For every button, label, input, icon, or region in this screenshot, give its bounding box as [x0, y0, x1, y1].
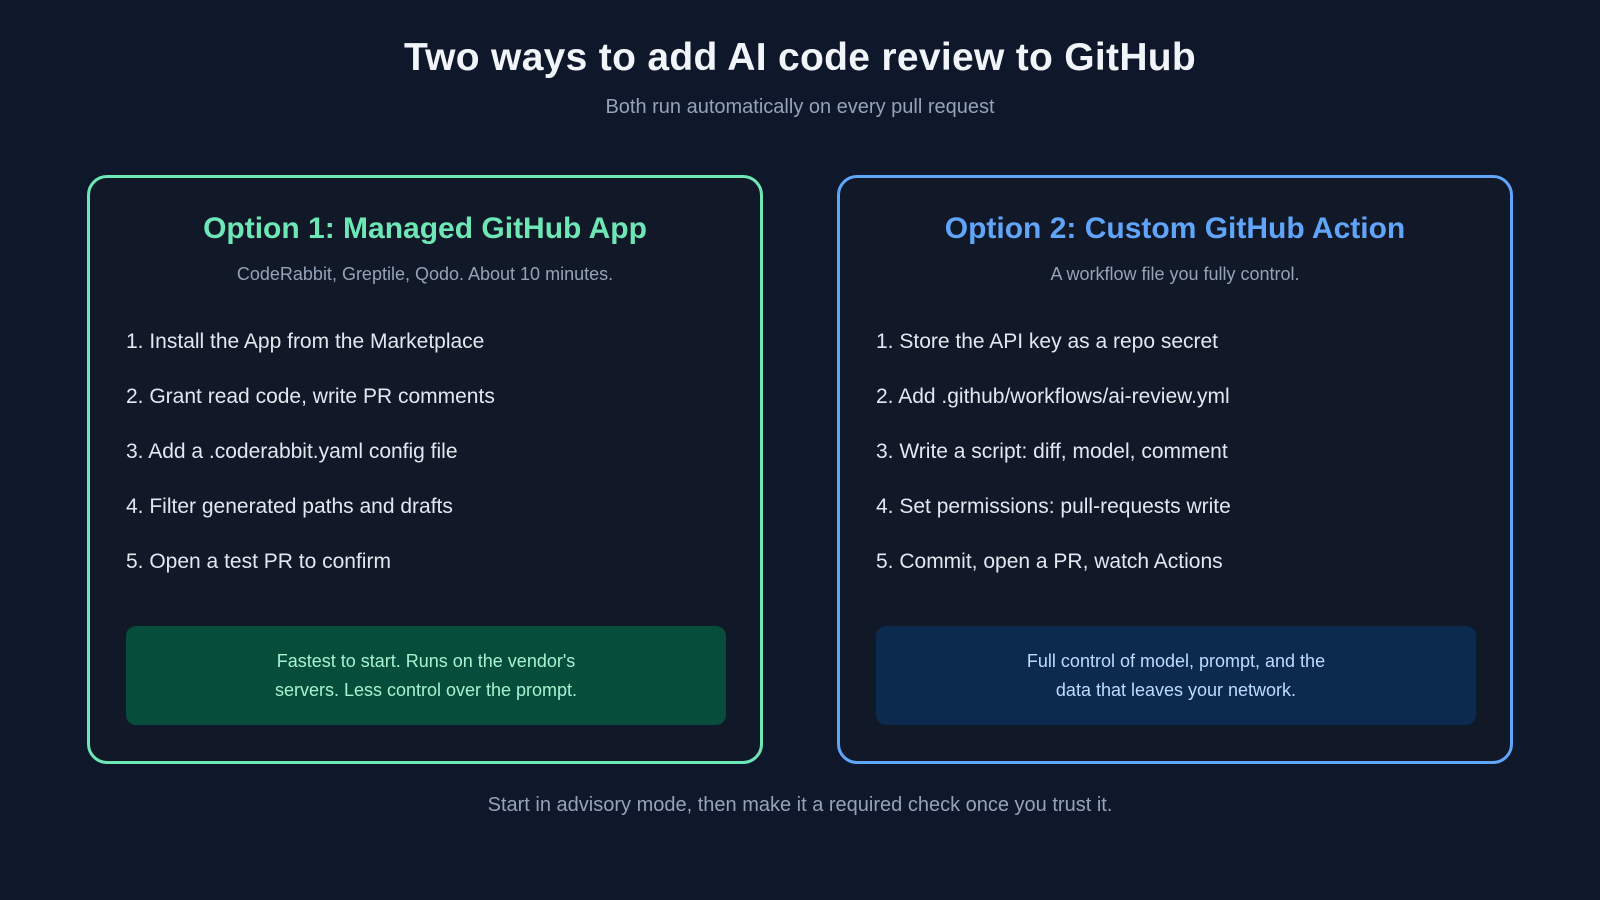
option-1-title: Option 1: Managed GitHub App	[203, 212, 647, 245]
option-2-subtitle: A workflow file you fully control.	[1050, 264, 1300, 284]
option-2-step: 5. Commit, open a PR, watch Actions	[876, 550, 1223, 573]
option-1-step: 2. Grant read code, write PR comments	[126, 385, 495, 408]
footer-note: Start in advisory mode, then make it a r…	[487, 794, 1113, 816]
option-2-note: Full control of model, prompt, and the d…	[1026, 650, 1326, 700]
option-2-step: 4. Set permissions: pull-requests write	[876, 495, 1231, 518]
option-2-title: Option 2: Custom GitHub Action	[944, 212, 1406, 245]
option-1-note: Fastest to start. Runs on the vendor's s…	[274, 650, 578, 700]
option-2-step: 2. Add .github/workflows/ai-review.yml	[876, 385, 1230, 408]
option-1-step: 3. Add a .coderabbit.yaml config file	[126, 440, 458, 463]
page-title: Two ways to add AI code review to GitHub	[403, 36, 1197, 79]
option-1-step: 4. Filter generated paths and drafts	[126, 495, 453, 518]
option-1-step: 5. Open a test PR to confirm	[126, 550, 391, 573]
option-2-note-box: Full control of model, prompt, and the d…	[876, 626, 1476, 725]
option-1-step: 1. Install the App from the Marketplace	[126, 330, 485, 353]
option-1-card: Option 1: Managed GitHub App CodeRabbit,…	[87, 175, 763, 764]
option-1-subtitle: CodeRabbit, Greptile, Qodo. About 10 min…	[236, 264, 614, 284]
option-2-step: 3. Write a script: diff, model, comment	[876, 440, 1228, 463]
option-2-card: Option 2: Custom GitHub Action A workflo…	[837, 175, 1513, 764]
option-1-steps: 1. Install the App from the Marketplace …	[126, 330, 495, 605]
option-2-step: 1. Store the API key as a repo secret	[876, 330, 1219, 353]
page-subtitle: Both run automatically on every pull req…	[605, 96, 995, 118]
option-1-note-box: Fastest to start. Runs on the vendor's s…	[126, 626, 726, 725]
option-2-steps: 1. Store the API key as a repo secret 2.…	[876, 330, 1231, 605]
